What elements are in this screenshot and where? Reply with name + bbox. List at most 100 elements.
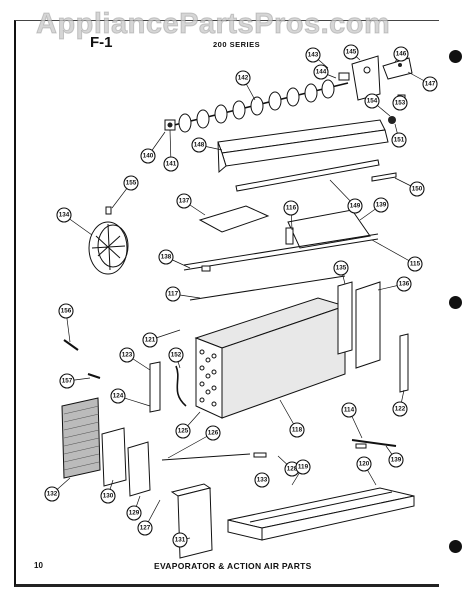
callout-115: 115 (407, 256, 423, 272)
callout-127: 127 (137, 520, 153, 536)
callout-123: 123 (119, 347, 135, 363)
svg-text:136: 136 (399, 281, 410, 288)
svg-text:114: 114 (344, 407, 355, 414)
punch-hole-middle (449, 296, 462, 309)
callout-147: 147 (422, 76, 438, 92)
svg-text:146: 146 (396, 51, 407, 58)
svg-text:118: 118 (292, 427, 303, 434)
coil-tubes (199, 349, 217, 407)
bearing-141 (164, 119, 176, 131)
evaporator-coil (194, 297, 347, 419)
svg-text:147: 147 (425, 81, 436, 88)
svg-text:117: 117 (168, 291, 179, 298)
svg-text:132: 132 (47, 491, 58, 498)
svg-text:139: 139 (391, 457, 402, 464)
base-pan (227, 487, 415, 541)
callout-114: 114 (341, 402, 357, 418)
punch-hole-top (449, 50, 462, 63)
svg-text:125: 125 (178, 428, 189, 435)
callout-140: 140 (140, 148, 156, 164)
svg-text:141: 141 (166, 161, 177, 168)
svg-text:157: 157 (62, 378, 73, 385)
svg-text:138: 138 (161, 254, 172, 261)
svg-text:120: 120 (359, 461, 370, 468)
svg-text:143: 143 (308, 52, 319, 59)
svg-text:121: 121 (145, 337, 156, 344)
svg-text:131: 131 (175, 537, 186, 544)
svg-text:119: 119 (298, 464, 309, 471)
svg-text:144: 144 (316, 69, 327, 76)
callout-153: 153 (392, 95, 408, 111)
callout-129: 129 (126, 505, 142, 521)
callout-139b: 139 (388, 452, 404, 468)
callout-116: 116 (283, 200, 299, 216)
callout-144: 144 (313, 64, 329, 80)
svg-text:122: 122 (395, 406, 406, 413)
punch-hole-bottom (449, 540, 462, 553)
panel-assembly (183, 205, 379, 301)
svg-text:137: 137 (179, 198, 190, 205)
page-number: 10 (34, 561, 43, 570)
small-parts (63, 339, 397, 461)
callout-146: 146 (393, 46, 409, 62)
svg-text:123: 123 (122, 352, 133, 359)
callout-138: 138 (158, 249, 174, 265)
diagram-caption: EVAPORATOR & ACTION AIR PARTS (154, 561, 312, 571)
figure-label: F-1 (90, 34, 113, 51)
watermark: AppliancePartsPros.com (35, 8, 391, 41)
callout-120: 120 (356, 456, 372, 472)
callout-157: 157 (59, 373, 75, 389)
svg-text:139: 139 (376, 202, 387, 209)
callout-118: 118 (289, 422, 305, 438)
svg-text:152: 152 (171, 352, 182, 359)
callout-145: 145 (343, 44, 359, 60)
callout-139: 139 (373, 197, 389, 213)
callout-130: 130 (100, 488, 116, 504)
callout-149: 149 (347, 198, 363, 214)
svg-text:154: 154 (367, 98, 378, 105)
svg-text:124: 124 (113, 393, 124, 400)
callout-137: 137 (176, 193, 192, 209)
callout-122: 122 (392, 401, 408, 417)
svg-text:153: 153 (395, 100, 406, 107)
motor-bracket (338, 53, 413, 124)
svg-text:145: 145 (346, 49, 357, 56)
callout-117: 117 (165, 286, 181, 302)
series-label: 200 SERIES (213, 40, 261, 49)
svg-text:127: 127 (140, 525, 151, 532)
page-frame (14, 20, 439, 587)
callout-119: 119 (295, 459, 311, 475)
callout-155: 155 (123, 175, 139, 191)
svg-text:140: 140 (143, 153, 154, 160)
side-brackets (337, 281, 409, 393)
fan-blade (88, 206, 129, 275)
svg-text:150: 150 (412, 186, 423, 193)
callout-154: 154 (364, 93, 380, 109)
svg-text:149: 149 (350, 203, 361, 210)
callout-125: 125 (175, 423, 191, 439)
svg-text:133: 133 (257, 477, 268, 484)
svg-text:155: 155 (126, 180, 137, 187)
blower-housing (217, 119, 389, 174)
callout-143: 143 (305, 47, 321, 63)
callout-142: 142 (235, 70, 251, 86)
svg-text:148: 148 (194, 142, 205, 149)
svg-text:151: 151 (394, 137, 405, 144)
svg-text:115: 115 (410, 261, 421, 268)
callout-132: 132 (44, 486, 60, 502)
svg-text:135: 135 (336, 265, 347, 272)
callout-128: 128 (284, 461, 300, 477)
callout-134: 134 (56, 207, 72, 223)
svg-text:130: 130 (103, 493, 114, 500)
blower-wheel-assembly (169, 79, 349, 133)
callout-121: 121 (142, 332, 158, 348)
callout-136: 136 (396, 276, 412, 292)
callout-135: 135 (333, 260, 349, 276)
svg-text:128: 128 (287, 466, 298, 473)
svg-text:142: 142 (238, 75, 249, 82)
callout-150: 150 (409, 181, 425, 197)
callout-148: 148 (191, 137, 207, 153)
callout-141: 141 (163, 156, 179, 172)
grille (61, 397, 101, 479)
callout-151: 151 (391, 132, 407, 148)
